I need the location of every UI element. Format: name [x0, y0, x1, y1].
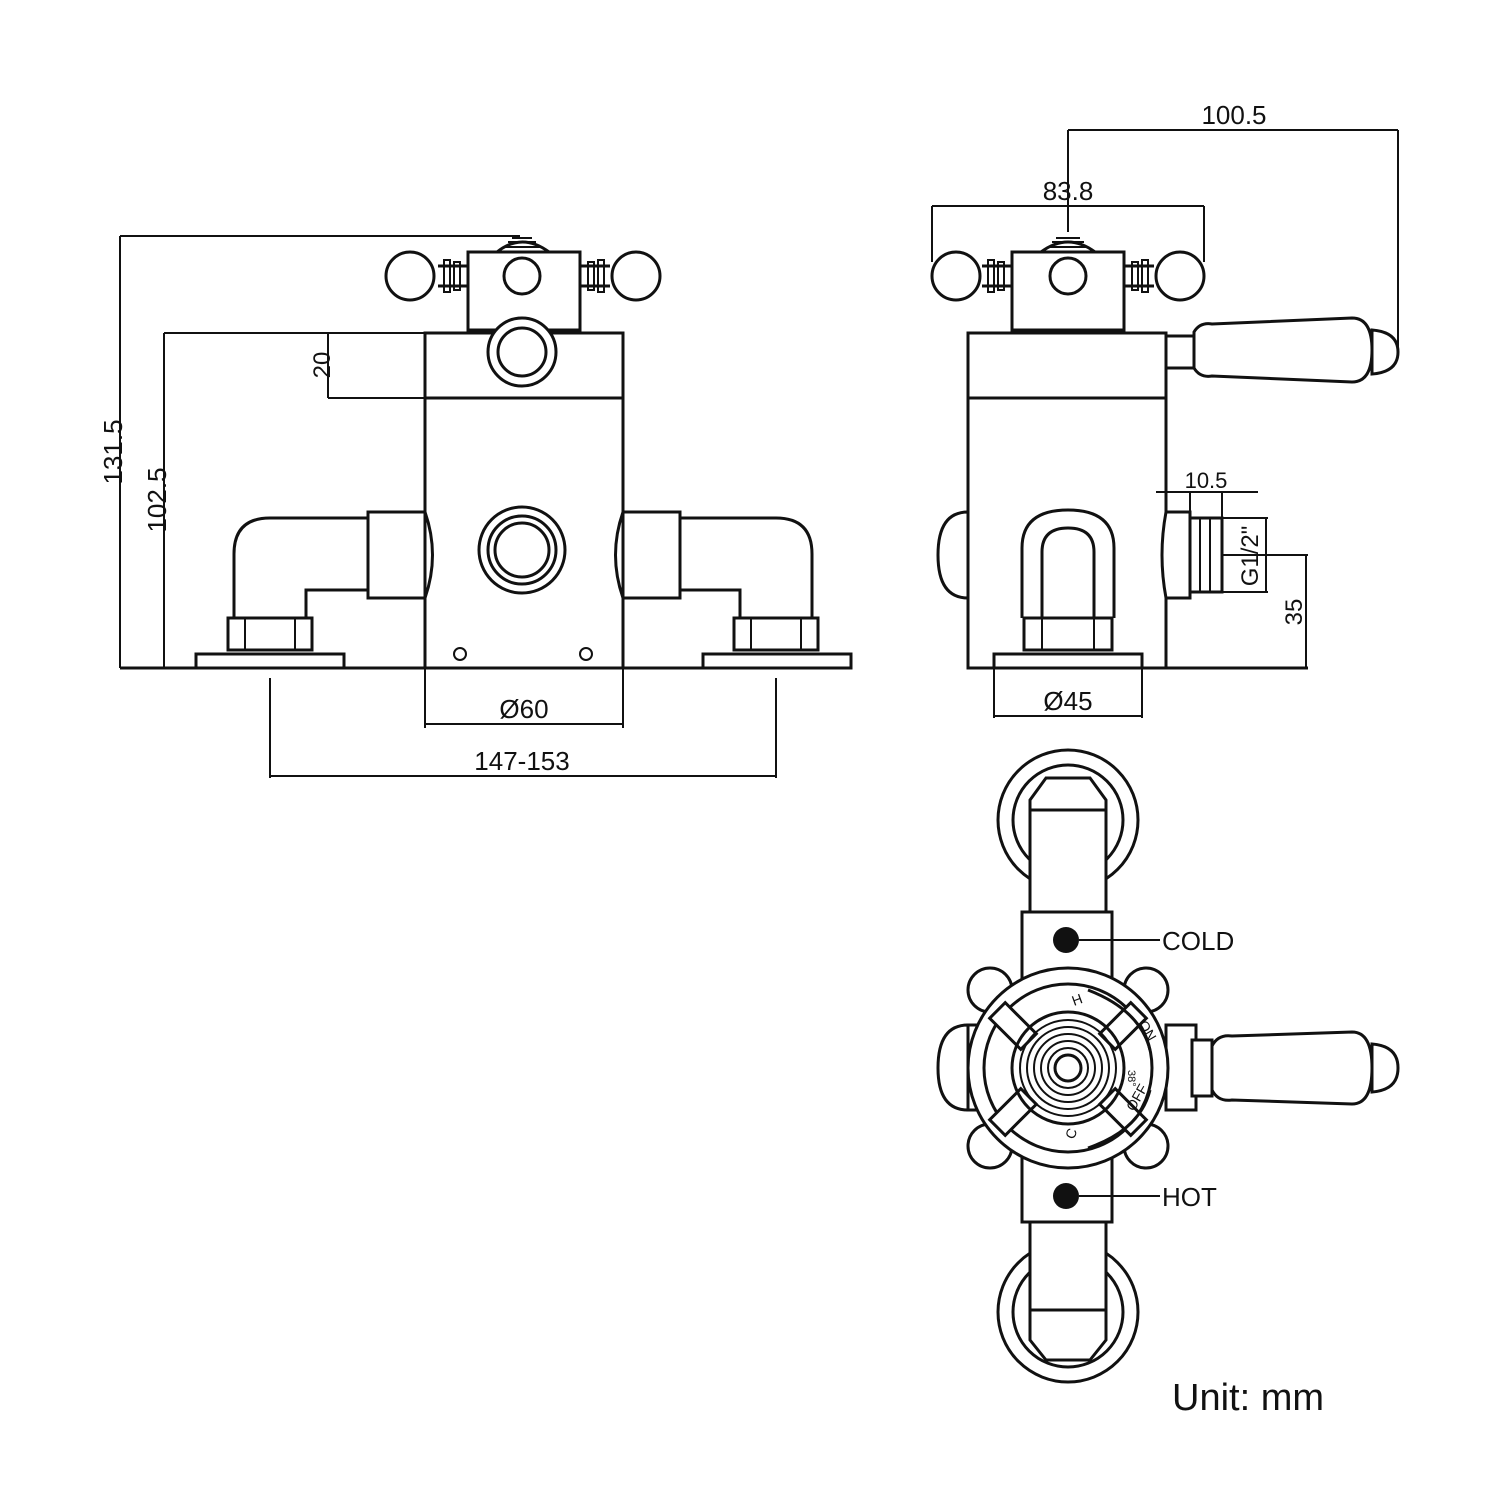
side-view: 83.8 100.5 10.5 G1/2" 35 Ø45 — [930, 100, 1400, 718]
front-view: 131.5 102.5 20 Ø60 147-153 — [98, 235, 853, 778]
hot-label: HOT — [1162, 1182, 1217, 1212]
plan-view: COLD HOT — [936, 748, 1400, 1384]
dim-flange-diameter: Ø45 — [1043, 686, 1092, 716]
dim-overall-height: 131.5 — [98, 419, 128, 484]
dim-outlet-height: 35 — [1281, 599, 1308, 626]
dim-body-height: 102.5 — [142, 467, 172, 532]
side-valve-body — [966, 331, 1168, 670]
unit-note: Unit: mm — [1172, 1377, 1324, 1419]
temperature-knob — [1010, 1010, 1126, 1126]
valve-body — [423, 331, 625, 670]
dim-inlet-centres: 147-153 — [474, 746, 569, 776]
dial-label-temp: 38° — [1125, 1070, 1137, 1087]
dim-thread-length: 10.5 — [1185, 468, 1228, 493]
dim-top-band: 20 — [309, 352, 336, 379]
cold-label: COLD — [1162, 926, 1234, 956]
dim-body-diameter: Ø60 — [499, 694, 548, 724]
dim-lever-reach: 100.5 — [1201, 100, 1266, 130]
